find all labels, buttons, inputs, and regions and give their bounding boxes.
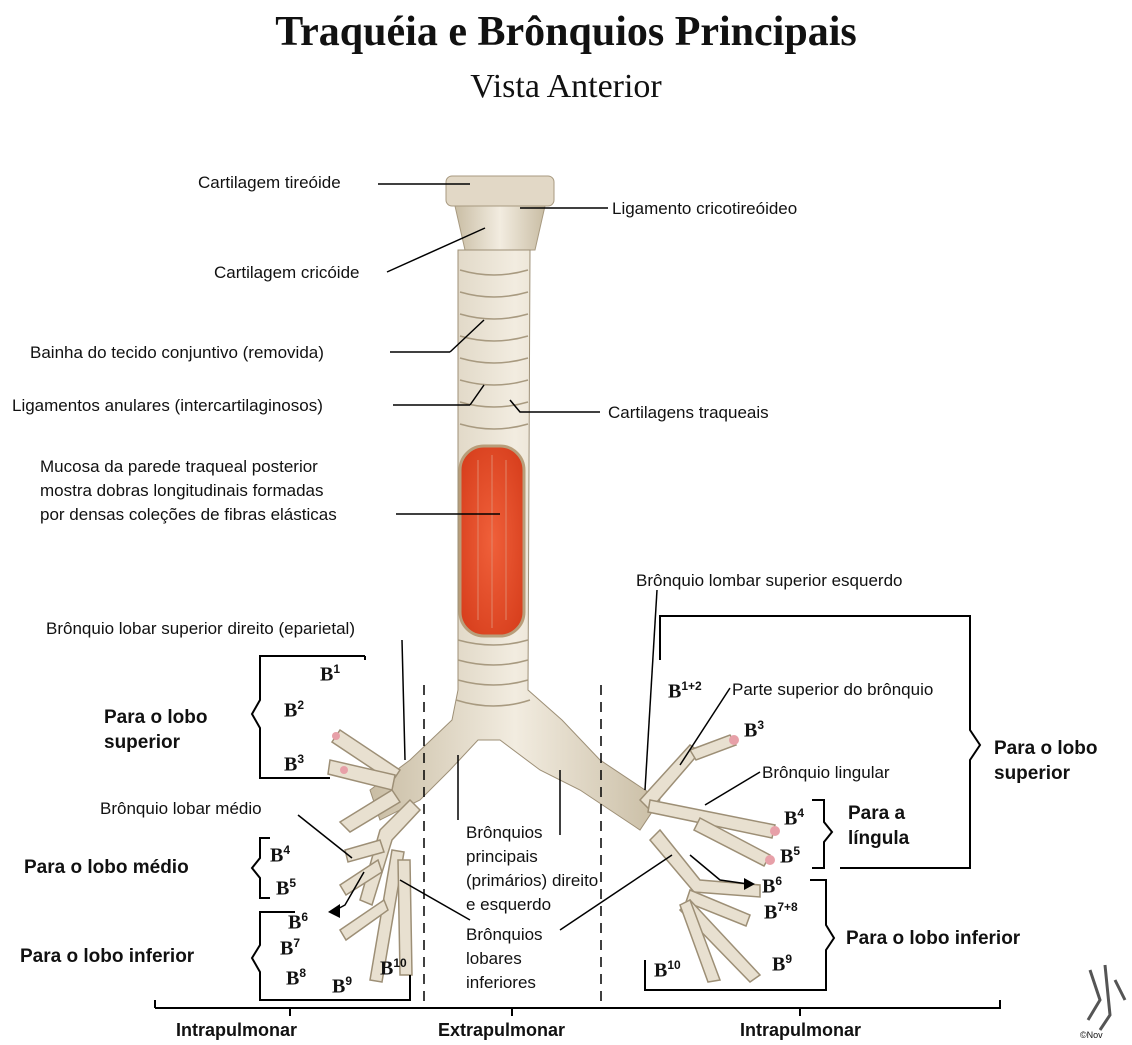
label-inferior-lobar-1: Brônquios [466, 924, 543, 946]
label-mucosa-line2: mostra dobras longitudinais formadas [40, 480, 323, 502]
segment-l-b4: B4 [784, 806, 804, 831]
segment-l-b3: B3 [744, 718, 764, 743]
region-extrapulmonar: Extrapulmonar [438, 1020, 565, 1041]
label-mucosa-line1: Mucosa da parede traqueal posterior [40, 456, 318, 478]
label-cricoid-cartilage: Cartilagem cricóide [214, 262, 360, 284]
segment-l-b5: B5 [780, 844, 800, 869]
segment-r-b1: B1 [320, 662, 340, 687]
lobe-right-upper-2: superior [104, 732, 180, 754]
region-intrapulmonar-left: Intrapulmonar [176, 1020, 297, 1041]
brace-intra-right [601, 1000, 1000, 1016]
thyroid-cartilage [446, 176, 554, 206]
lobe-lingula-1: Para a [848, 803, 905, 825]
lobe-left-upper-1: Para o lobo [994, 738, 1097, 760]
lobe-right-middle: Para o lobo médio [24, 857, 189, 879]
lobe-right-inferior: Para o lobo inferior [20, 946, 194, 968]
label-mucosa-line3: por densas coleções de fibras elásticas [40, 504, 337, 526]
segment-l-b78: B7+8 [764, 900, 798, 925]
left-bronchial-tree [640, 735, 775, 982]
label-main-bronchi-2: principais [466, 846, 538, 868]
segment-l-b6: B6 [762, 874, 782, 899]
lobe-left-upper-2: superior [994, 763, 1070, 785]
brace-extra [424, 1008, 601, 1016]
logo-text: ©Nov [1080, 1030, 1103, 1040]
segment-r-b4: B4 [270, 843, 290, 868]
lobe-right-upper-1: Para o lobo [104, 707, 207, 729]
label-connective-sheath: Bainha do tecido conjuntivo (removida) [30, 342, 324, 364]
segment-r-b2: B2 [284, 698, 304, 723]
label-right-upper-lobar-bronchus: Brônquio lobar superior direito (epariet… [46, 618, 355, 640]
label-lingular-bronchus: Brônquio lingular [762, 762, 890, 784]
segment-r-b8: B8 [286, 966, 306, 991]
segment-r-b5: B5 [276, 876, 296, 901]
brace-right-middle [252, 838, 270, 898]
segment-r-b3: B3 [284, 752, 304, 777]
label-inferior-lobar-2: lobares [466, 948, 522, 970]
lobe-lingula-2: língula [848, 828, 909, 850]
label-main-bronchi-4: e esquerdo [466, 894, 551, 916]
segment-l-b10: B10 [654, 958, 681, 983]
label-tracheal-cartilages: Cartilagens traqueais [608, 402, 769, 424]
label-cricothyroid-ligament: Ligamento cricotireóideo [612, 198, 797, 220]
label-main-bronchi-3: (primários) direito [466, 870, 598, 892]
label-left-upper-lobar-bronchus: Brônquio lombar superior esquerdo [636, 570, 903, 592]
cricoid-cartilage [455, 206, 545, 250]
label-thyroid-cartilage: Cartilagem tireóide [198, 172, 341, 194]
brace-lingula [812, 800, 832, 868]
label-annular-ligaments: Ligamentos anulares (intercartilaginosos… [12, 395, 323, 417]
segment-r-b7: B7 [280, 936, 300, 961]
region-intrapulmonar-right: Intrapulmonar [740, 1020, 861, 1041]
segment-r-b9: B9 [332, 974, 352, 999]
signature-mark [1080, 960, 1130, 1040]
label-middle-lobar-bronchus: Brônquio lobar médio [100, 798, 262, 820]
segment-r-b6: B6 [288, 910, 308, 935]
label-inferior-lobar-3: inferiores [466, 972, 536, 994]
segment-l-b9: B9 [772, 952, 792, 977]
segment-r-b10: B10 [380, 956, 407, 981]
publisher-logo: ©Nov [1080, 960, 1130, 1042]
lobe-left-inferior: Para o lobo inferior [846, 928, 1020, 950]
segment-l-b12: B1+2 [668, 679, 702, 704]
label-upper-part-bronchus: Parte superior do brônquio [732, 679, 933, 701]
label-main-bronchi-1: Brônquios [466, 822, 543, 844]
brace-right-upper [252, 656, 365, 778]
brace-intra-left [155, 1000, 424, 1016]
